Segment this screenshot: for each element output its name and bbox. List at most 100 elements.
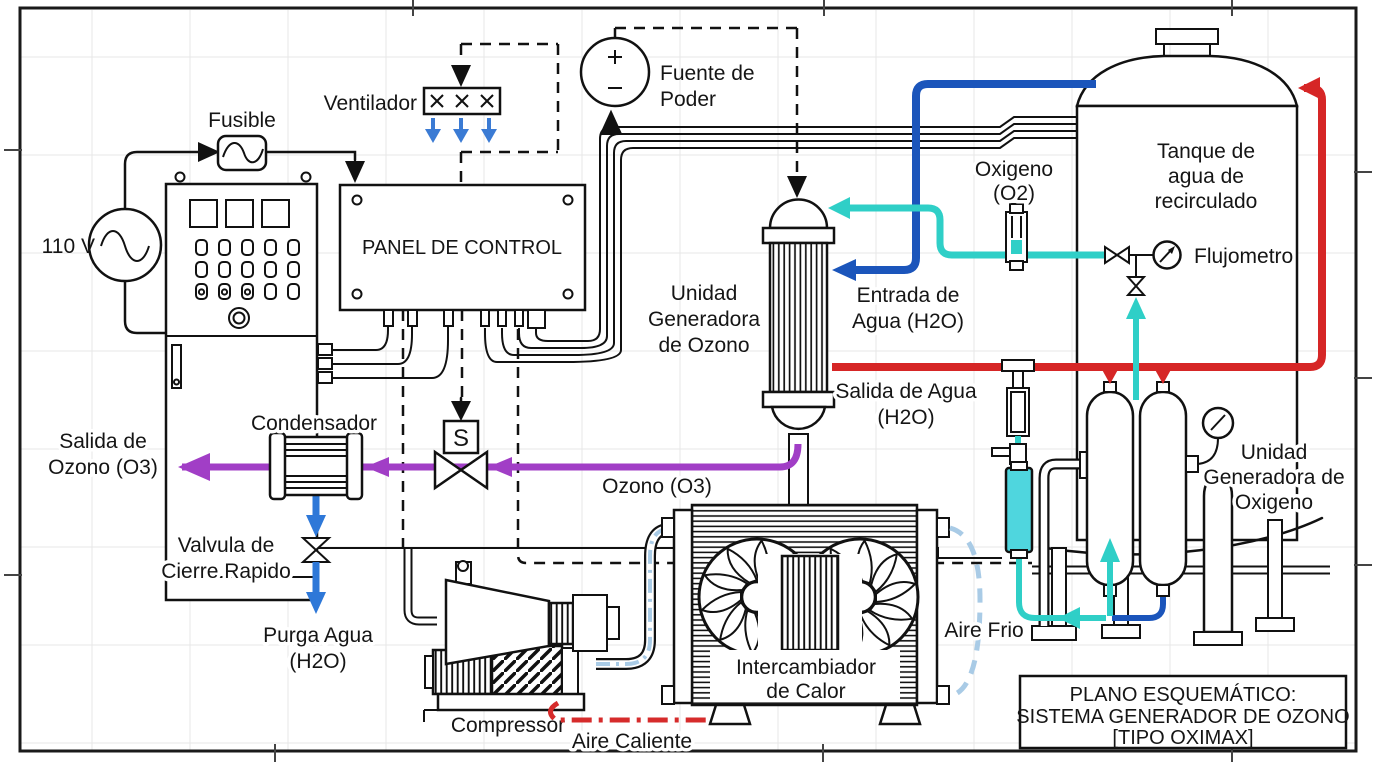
arrow-left-icon	[488, 457, 512, 477]
port	[936, 685, 950, 705]
power-source-110v: 110 V	[42, 142, 220, 335]
label-plate	[710, 650, 900, 702]
salida-ozono-label-1: Salida de	[59, 430, 147, 453]
generator-dome-bottom	[770, 405, 827, 431]
control-panel: PANEL DE CONTROL	[332, 183, 587, 379]
compressor-discharge	[596, 523, 676, 670]
arrow-left-icon	[178, 453, 210, 481]
fan-x-icons	[430, 94, 494, 108]
oxygen-unit-label-3: Oxigeno	[1235, 491, 1313, 514]
drain-valve-icon	[1125, 276, 1147, 296]
condenser-cap-left	[268, 431, 287, 501]
title-line-2: SISTEMA GENERADOR DE OZONO	[1016, 706, 1349, 728]
side-bar-right	[915, 508, 939, 705]
foot	[878, 703, 922, 726]
title-line-1: PLANO ESQUEMÁTICO:	[1070, 683, 1297, 706]
voltage-label: 110 V	[42, 235, 95, 258]
cold-air-in-pipe	[596, 527, 676, 666]
foot	[708, 703, 752, 726]
panel-title: PANEL DE CONTROL	[362, 237, 562, 259]
generator-tube-bundle	[768, 241, 829, 394]
valve-icon	[1104, 245, 1130, 265]
oxygen-generator-unit: Unidad Generadora de Oxigeno	[991, 319, 1348, 646]
sine-wave-icon	[100, 230, 150, 262]
intercambiador-label-1: Intercambiador	[736, 656, 876, 679]
valve-icon	[433, 449, 489, 491]
indicator-windows	[189, 199, 290, 228]
fuente-label-1: Fuente de	[660, 62, 755, 85]
salida-agua-label-1: Salida de Agua	[835, 380, 977, 403]
ozone-gen-label-2: Generadora	[648, 308, 760, 331]
oxigeno-label-2: (O2)	[993, 182, 1035, 205]
sieve-bottom-blue-pipe	[1112, 594, 1166, 621]
condenser-cap-right	[345, 431, 364, 501]
oxigeno-label-1: Oxigeno	[975, 158, 1053, 181]
skid-foot	[1101, 624, 1141, 639]
cartridge-body	[1005, 211, 1028, 263]
ozono-label: Ozono (O3)	[602, 475, 712, 498]
condenser-body	[282, 435, 350, 497]
skid-foot	[1255, 617, 1295, 632]
arrow-left-icon	[1298, 77, 1320, 99]
tank-cap	[1155, 28, 1219, 45]
finned-block	[780, 554, 840, 652]
port	[661, 517, 675, 538]
compressor-head	[572, 594, 608, 652]
plus-icon	[608, 50, 622, 64]
arrow-down-icon	[451, 401, 471, 421]
tank-label-1: Tanque de	[1157, 140, 1255, 163]
cold-air-loop: Aire Frio	[941, 525, 1027, 699]
compressor-inlet-pipe	[403, 549, 437, 626]
title-block: PLANO ESQUEMÁTICO: SISTEMA GENERADOR DE …	[1016, 674, 1350, 750]
sieve-bottom-cyan-pipe	[1016, 552, 1106, 621]
arrow-up-icon	[599, 109, 623, 135]
skid-leg	[1267, 519, 1283, 619]
condensador-label: Condensador	[251, 412, 377, 435]
flujometro-label: Flujometro	[1194, 245, 1293, 268]
compressor-cone	[444, 578, 551, 666]
lifting-lug-icon	[300, 171, 312, 183]
fuente-de-poder: Fuente de Poder	[579, 26, 807, 198]
arrow-down-icon	[787, 176, 807, 198]
ozone-gen-label-1: Unidad	[671, 282, 738, 305]
port	[936, 517, 950, 538]
ventilador-label: Ventilador	[324, 92, 417, 115]
compressor-base	[436, 692, 586, 712]
solenoid-box-icon	[442, 419, 480, 455]
compressor-label: Compressor	[451, 714, 565, 737]
cold-air-pipe	[949, 525, 983, 699]
oxygen-unit-label-2: Generadora de	[1203, 466, 1344, 489]
cabinet-wire-connectors	[317, 343, 333, 384]
oxygen-check-cartridge	[1005, 203, 1028, 271]
side-bar-left	[672, 508, 694, 705]
fuse-element-icon	[222, 142, 264, 164]
dc-source-icon	[579, 36, 651, 108]
tank-dome	[1075, 54, 1299, 108]
port	[661, 685, 675, 705]
generator-flange-top	[761, 226, 836, 245]
generator-dome-top	[768, 198, 829, 230]
arrow-left-icon	[1058, 607, 1080, 629]
sheet-frame	[4, 0, 1372, 762]
arrow-left-icon	[828, 197, 850, 219]
arrow-up-icon	[1126, 297, 1146, 319]
salida-agua-label-2: (H2O)	[877, 406, 934, 429]
ozone-gen-label-3: de Ozono	[658, 334, 749, 357]
fuse: Fusible	[208, 109, 365, 183]
entrada-label-2: Agua (H2O)	[852, 310, 964, 333]
water-in-pipe	[856, 80, 1096, 274]
tap-handle	[1001, 359, 1035, 372]
door-handle	[171, 344, 182, 389]
arrow-down-icon	[345, 161, 365, 183]
oxygen-unit-label-1: Unidad	[1241, 441, 1308, 464]
filter-cartridge	[1004, 466, 1034, 554]
arrow-down-icon	[1153, 366, 1173, 384]
control-signal-line-bottom	[516, 310, 1032, 565]
title-block-frame	[1018, 674, 1348, 750]
oxygen-pipe	[848, 204, 1105, 259]
panel-terminals	[383, 309, 546, 329]
arrow-left-icon	[365, 457, 389, 477]
skid-foot	[1031, 625, 1077, 641]
filter-valve-handle	[991, 447, 1011, 457]
